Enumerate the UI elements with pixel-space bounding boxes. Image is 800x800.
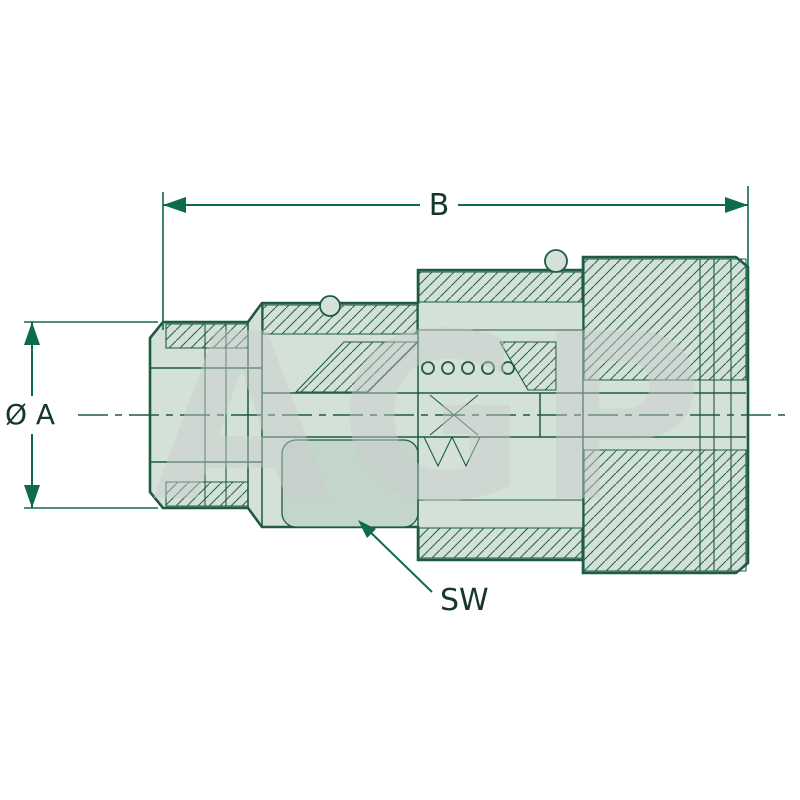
spring-coil xyxy=(481,361,495,375)
hatch-region xyxy=(418,271,583,303)
coupling-body xyxy=(148,249,750,575)
spring-coil xyxy=(501,361,515,375)
arrowhead-up xyxy=(24,322,40,345)
dimension-b: B xyxy=(162,186,749,330)
locking-ball xyxy=(319,295,341,317)
sw-callout: SW xyxy=(358,520,489,618)
arrowhead-down xyxy=(24,485,40,508)
leader-line xyxy=(361,523,433,593)
hatch-region xyxy=(583,449,747,572)
poppet-hatch xyxy=(499,341,557,391)
spring-zigzag xyxy=(423,435,481,468)
watermark: AGP xyxy=(152,286,711,553)
dimension-a: Ø A xyxy=(5,321,158,509)
spring-coil xyxy=(461,361,475,375)
spring-coil xyxy=(421,361,435,375)
spring-coil xyxy=(441,361,455,375)
arrowhead-right xyxy=(725,197,748,213)
hatch-region xyxy=(418,527,583,559)
sw-label: SW xyxy=(440,583,489,618)
dimension-a-label: Ø A xyxy=(5,398,55,431)
arrowhead-left xyxy=(163,197,186,213)
leader-arrowhead xyxy=(358,520,376,538)
hatch-region xyxy=(583,258,747,381)
dimension-b-label: B xyxy=(429,188,450,223)
locking-ball xyxy=(544,249,568,273)
